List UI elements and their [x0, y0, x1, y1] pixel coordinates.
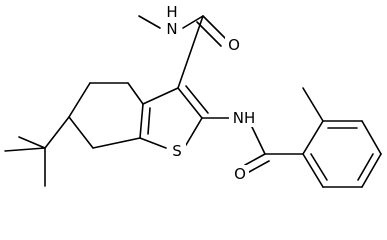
atom-bg-o-bottom: [231, 165, 249, 183]
bond-tbu-me2: [4, 147, 46, 152]
bond-c5-c6: [68, 82, 91, 118]
bond-carbonyl-o-b: [196, 21, 222, 47]
bond-s-c7a: [139, 137, 167, 149]
bond-ar6-ar1: [302, 153, 324, 188]
bond-c7a-c3a-a: [139, 103, 144, 139]
bond-nh-carbonyl: [251, 126, 266, 155]
bond-ar3-ar4: [361, 120, 382, 155]
bond-ar2-methyl: [302, 87, 324, 122]
atom-bg-nh-right: [229, 109, 259, 127]
bond-c6-c7: [68, 116, 94, 149]
atom-n-top: N: [166, 20, 177, 38]
bond-methyl-n: [138, 15, 161, 29]
atom-h-top: H: [166, 3, 177, 21]
bond-ar-inner-3: [310, 153, 328, 181]
bond-c7-c7a: [92, 137, 141, 149]
bond-ar1-ar2: [302, 120, 324, 155]
bond-c3-c3a: [142, 87, 179, 105]
bond-c2-s: [185, 117, 203, 146]
atom-s: S: [172, 142, 182, 160]
bond-carbonyl-o-a: [202, 15, 228, 41]
bond-carbonyl-o-bottom-b: [248, 160, 270, 173]
atom-bg-o-top: [225, 36, 243, 54]
bond-carbonyl-o-bottom-a: [244, 153, 266, 166]
bond-ar-inner-2: [357, 153, 374, 181]
bond-ar4-ar5: [361, 153, 382, 188]
atom-o-bottom: O: [234, 165, 246, 183]
atom-label-layer: H N O S NH O: [163, 3, 259, 183]
atom-bg-s: [168, 142, 186, 160]
bond-c7a-c3a-b: [147, 107, 151, 135]
atom-bg-nh-top: [163, 4, 181, 36]
bond-c6-tbu: [44, 116, 70, 149]
atom-o-top: O: [228, 36, 240, 54]
bond-c3a-c4: [127, 82, 144, 105]
bond-c3-c2-a: [177, 87, 203, 119]
bond-n-carbonyl: [182, 15, 204, 29]
atom-nh-right: NH: [233, 109, 256, 127]
bond-c3-c2-b: [185, 85, 209, 114]
bond-layer: [4, 15, 382, 188]
bond-tbu-me1: [18, 136, 46, 149]
bond-carbonyl-c3: [177, 15, 204, 89]
molecule-structure-diagram: H N O S NH O: [4, 3, 382, 188]
